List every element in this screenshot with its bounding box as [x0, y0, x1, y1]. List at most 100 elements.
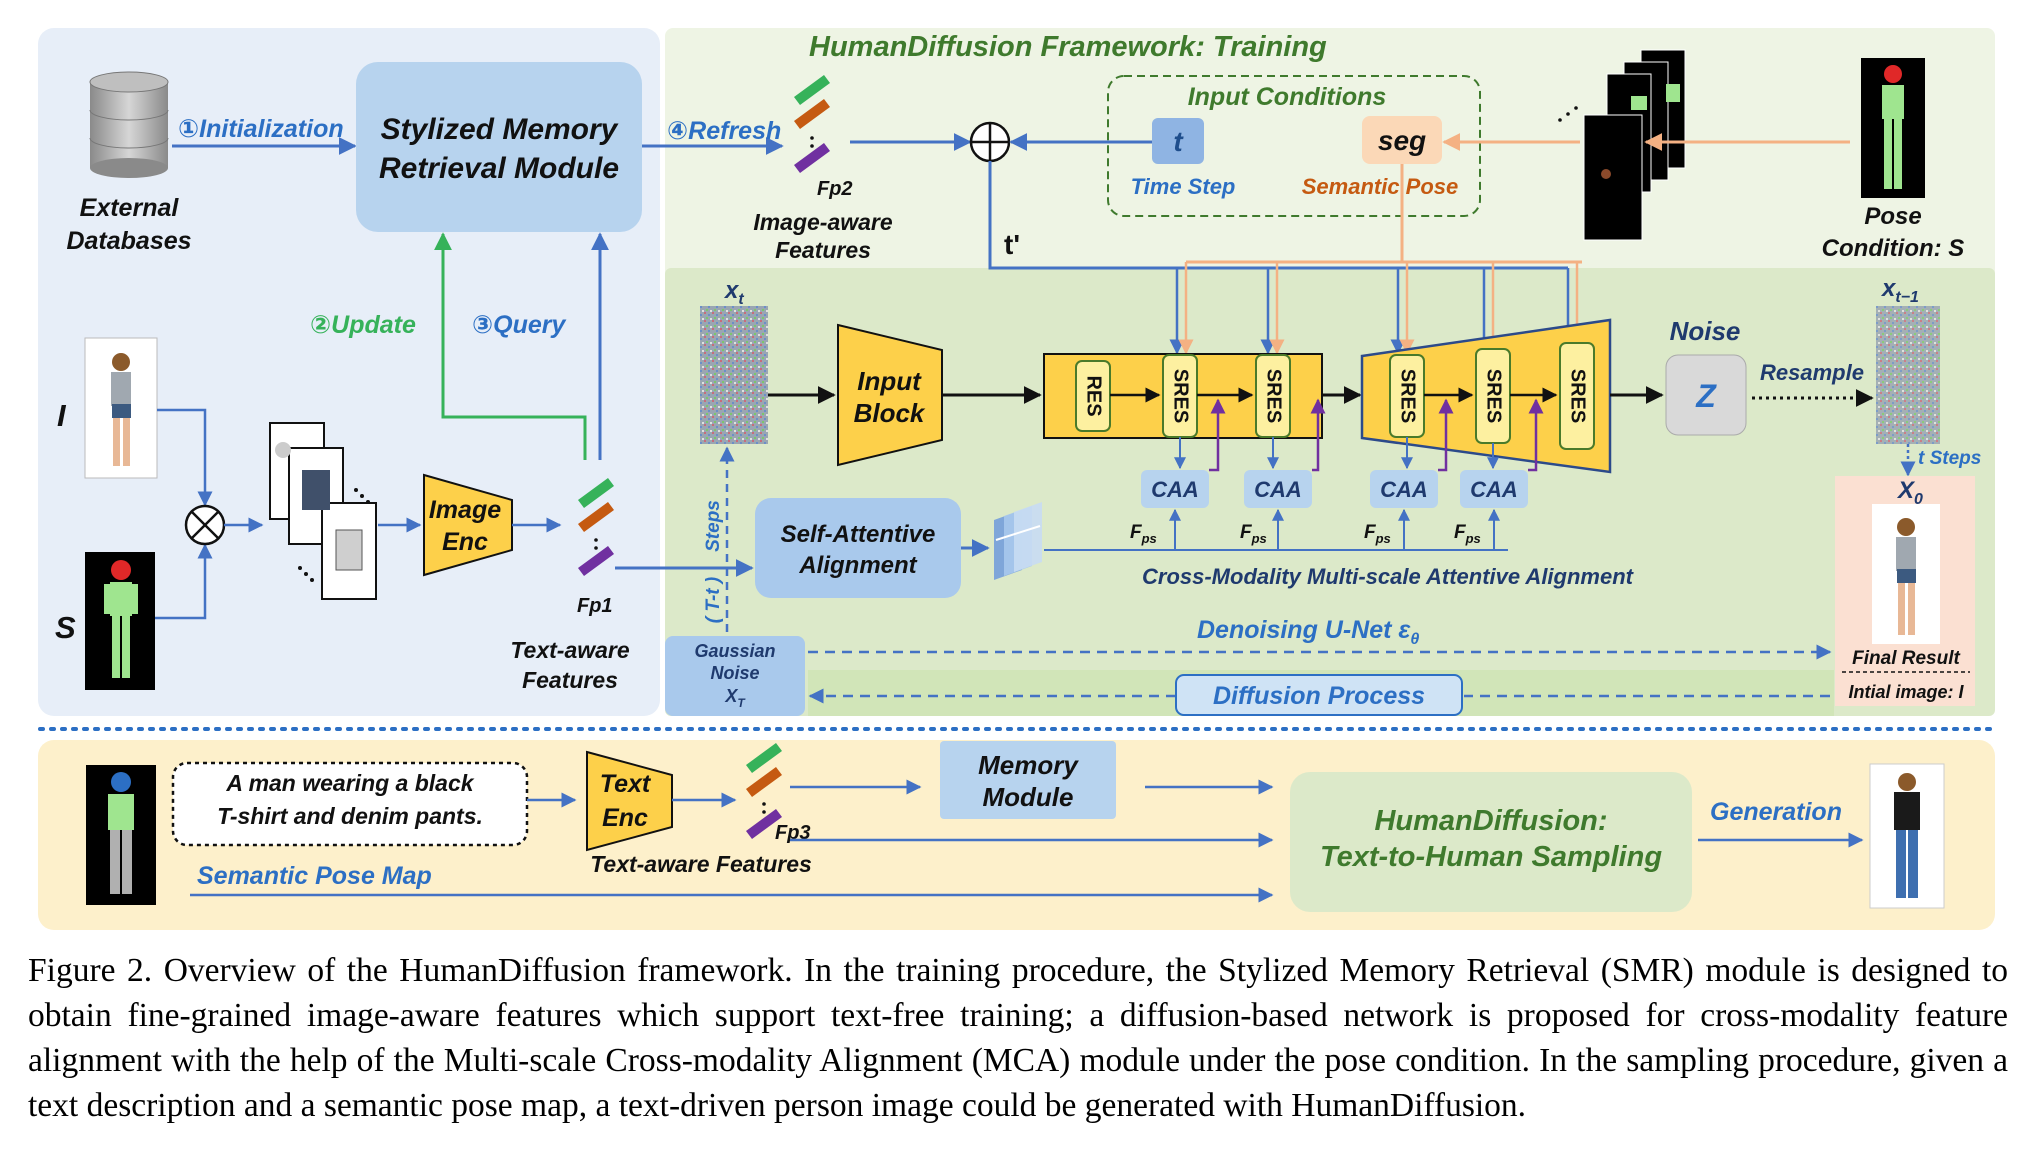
- gaussian-label: Gaussian: [694, 641, 775, 661]
- sres-label-1: SRES: [1170, 369, 1192, 423]
- pose-condition-label: Pose: [1864, 203, 1921, 230]
- fp1-feature-stack: [578, 478, 614, 576]
- res-block: RES: [1075, 360, 1111, 432]
- z-label: Z: [1695, 378, 1717, 414]
- update-arrow: [434, 232, 587, 460]
- self-attentive-label: Self-Attentive: [781, 521, 936, 548]
- caa-label-1: CAA: [1151, 477, 1199, 502]
- external-db-label-2: Databases: [66, 227, 191, 255]
- memory-module-label-2: Module: [983, 782, 1074, 812]
- multiply-icon: [184, 504, 226, 546]
- fps-label-1: Fps: [1130, 522, 1157, 546]
- person-figure-result: [1896, 518, 1916, 635]
- text-prompt-box: [171, 761, 529, 847]
- tprime-label: t': [1004, 229, 1020, 260]
- refresh-label: ④Refresh: [667, 117, 781, 145]
- diffusion-process-label: Diffusion Process: [1213, 682, 1425, 710]
- memory-module-label: Memory: [978, 750, 1079, 780]
- figure-caption: Figure 2. Overview of the HumanDiffusion…: [28, 948, 2008, 1128]
- noisy-image-xt1: [1876, 306, 1940, 444]
- gaussian-label-3: XT: [724, 686, 746, 710]
- pose-figure-s: [104, 560, 138, 678]
- external-db-label: External: [80, 194, 180, 222]
- pose-condition-label-2: Condition: S: [1822, 235, 1965, 262]
- update-label: ②Update: [310, 311, 416, 339]
- seg-line: [1186, 164, 1582, 264]
- noisy-image-xt: [700, 306, 768, 444]
- semantic-pose-map-label: Semantic Pose Map: [197, 862, 432, 890]
- self-attentive-alignment: [755, 498, 961, 598]
- humandiffusion-label: HumanDiffusion:: [1374, 805, 1607, 837]
- input-i-label: I: [57, 398, 67, 433]
- smr-module: [356, 62, 642, 232]
- caa-label-2: CAA: [1254, 477, 1302, 502]
- t-steps-label: t Steps: [1918, 448, 1981, 469]
- seg-box: [1362, 116, 1442, 164]
- gaussian-label-2: Noise: [710, 663, 759, 683]
- framework-diagram: HumanDiffusion Framework: Training Exter…: [38, 28, 1997, 930]
- fp2-feature-stack: [794, 75, 830, 173]
- smr-module-label: Stylized Memory: [381, 113, 619, 146]
- steps-label: Steps: [703, 500, 724, 552]
- i-to-mult-arrow: [157, 408, 213, 507]
- initialization-label: ①Initialization: [178, 115, 344, 143]
- sres-label-3: SRES: [1397, 369, 1419, 423]
- fp3-feature-stack: [746, 743, 782, 839]
- sres-block-2: SRES: [1255, 354, 1291, 438]
- res-label: RES: [1083, 375, 1105, 416]
- sres-block-3: SRES: [1389, 354, 1425, 438]
- garment-crops: [269, 422, 377, 600]
- cross-modality-label: Cross-Modality Multi-scale Attentive Ali…: [1142, 564, 1635, 589]
- fps-label-2: Fps: [1240, 522, 1267, 546]
- text-prompt-line2: T-shirt and denim pants.: [217, 803, 483, 829]
- pose-map-stack: [1558, 49, 1686, 241]
- input-conditions-title: Input Conditions: [1188, 83, 1387, 111]
- text-aware-features-label: Text-aware Features: [590, 851, 812, 877]
- input-conditions-box: [1107, 75, 1481, 217]
- seg-symbol: seg: [1378, 125, 1426, 156]
- xt-label: xt: [723, 277, 744, 308]
- text-prompt-line1: A man wearing a black: [225, 770, 474, 796]
- gaussian-noise-box: [665, 636, 805, 716]
- fps-label-3: Fps: [1364, 522, 1391, 546]
- sres-block-5: SRES: [1559, 342, 1595, 450]
- caption-text: Figure 2. Overview of the HumanDiffusion…: [28, 952, 2008, 1124]
- plus-icon: [969, 121, 1011, 163]
- denoising-label: Denoising U-Net εθ: [1197, 616, 1419, 648]
- final-result-label: Final Result: [1852, 648, 1960, 669]
- time-step-label: Time Step: [1131, 174, 1236, 199]
- text-encoder: [586, 750, 673, 852]
- sres-block-1: SRES: [1162, 354, 1198, 438]
- training-title: HumanDiffusion Framework: Training: [809, 31, 1327, 63]
- caa-block-4: CAA: [1460, 470, 1528, 508]
- x0-label: X0: [1896, 477, 1923, 508]
- database-icon: [89, 71, 169, 178]
- caa-connections: [1174, 398, 1544, 472]
- input-s-label: S: [55, 610, 76, 645]
- image-enc-label: Image: [429, 496, 501, 524]
- sres-block-4: SRES: [1475, 348, 1511, 444]
- query-label: ③Query: [472, 311, 567, 339]
- sres-label-4: SRES: [1483, 369, 1505, 423]
- input-block-label: Input: [857, 366, 922, 396]
- caa-block-2: CAA: [1244, 470, 1312, 508]
- fps-feature-icon: [994, 502, 1042, 580]
- person-figure-i: [111, 353, 131, 466]
- sres-label-2: SRES: [1263, 369, 1285, 423]
- tprime-line: [988, 161, 1568, 270]
- humandiffusion-sampling-box: [1290, 772, 1692, 912]
- time-step-box: [1152, 118, 1204, 164]
- t-minus-label: ( T-t ): [703, 577, 724, 623]
- diffusion-process-box: [1175, 674, 1463, 716]
- self-attentive-label-2: Alignment: [798, 552, 917, 579]
- humandiffusion-label-2: Text-to-Human Sampling: [1320, 841, 1662, 873]
- initial-image-label: Intial image: I: [1848, 682, 1964, 702]
- image-aware-label-2: Features: [775, 237, 871, 263]
- fp3-label: Fp3: [775, 822, 811, 844]
- memory-module: [940, 741, 1116, 819]
- image-aware-label: Image-aware: [753, 209, 893, 235]
- pose-figure-condition: [1882, 65, 1904, 189]
- s-to-mult-arrow: [155, 543, 213, 620]
- text-aware-label: Text-aware: [510, 637, 630, 663]
- image-encoder: [423, 473, 513, 577]
